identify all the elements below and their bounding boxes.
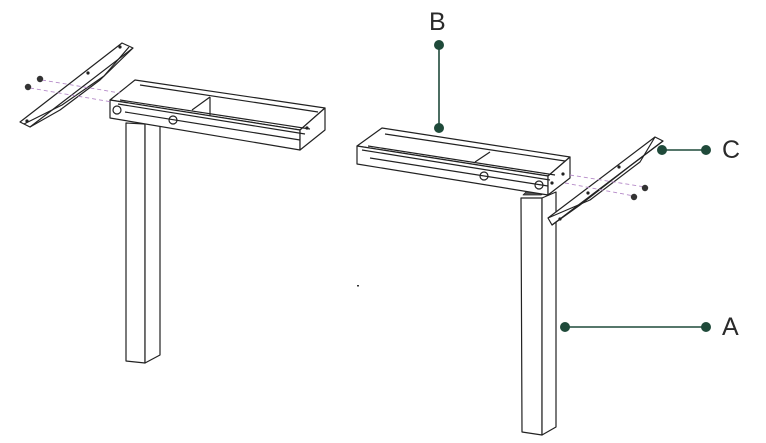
left-side-bracket [19,42,134,128]
label-b: B [429,8,446,36]
left-frame-beam [109,79,326,151]
callout-c [657,145,711,155]
right-leg [520,190,557,436]
callout-b [434,40,444,133]
label-c: C [722,136,741,164]
left-screws [24,75,121,103]
callout-a [560,322,711,332]
right-frame-beam [356,127,571,196]
left-leg [125,114,161,364]
label-a: A [722,313,739,341]
right-screws [564,174,649,201]
